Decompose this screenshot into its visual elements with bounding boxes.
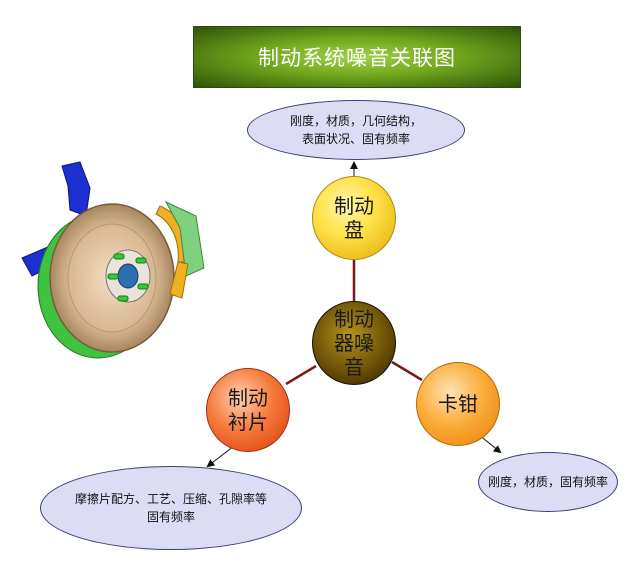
- caliper-factors-line-1: 刚度，材质，固有频率: [487, 475, 608, 489]
- connector-center-caliper: [391, 360, 423, 382]
- lining-factors-line-1: 摩擦片配方、工艺、压缩、孔隙率等: [74, 492, 267, 506]
- center-label-2: 器噪: [334, 331, 374, 355]
- disc-factors-line-2: 表面状况、固有频率: [301, 132, 410, 146]
- caliper-label: 卡钳: [438, 392, 478, 416]
- caliper-factors-ellipse: 刚度，材质，固有频率: [478, 452, 618, 512]
- connector-center-lining: [285, 364, 317, 386]
- brake-assembly-icon: [21, 161, 205, 359]
- brake-lining-label-2: 衬片: [228, 410, 268, 434]
- lining-factors-line-2: 固有频率: [146, 510, 195, 524]
- center-label-1: 制动: [334, 307, 374, 331]
- title-banner: 制动系统噪音关联图: [193, 26, 521, 88]
- lining-factors-ellipse: 摩擦片配方、工艺、压缩、孔隙率等 固有频率: [40, 466, 302, 550]
- disc-factors-line-1: 刚度，材质，几何结构，: [289, 114, 422, 128]
- arrow-lining-factors: [206, 445, 235, 468]
- brake-noise-center-node: 制动 器噪 音: [312, 301, 396, 385]
- brake-lining-label-1: 制动: [228, 386, 268, 410]
- caliper-node: 卡钳: [416, 362, 500, 446]
- brake-disc-label-1: 制动: [334, 194, 374, 218]
- center-label-3: 音: [344, 355, 364, 379]
- diagram-title: 制动系统噪音关联图: [258, 46, 456, 70]
- brake-disc-label-2: 盘: [344, 218, 364, 242]
- brake-disc-node: 制动 盘: [312, 176, 396, 260]
- brake-lining-node: 制动 衬片: [206, 368, 290, 452]
- disc-factors-ellipse: 刚度，材质，几何结构， 表面状况、固有频率: [247, 100, 465, 160]
